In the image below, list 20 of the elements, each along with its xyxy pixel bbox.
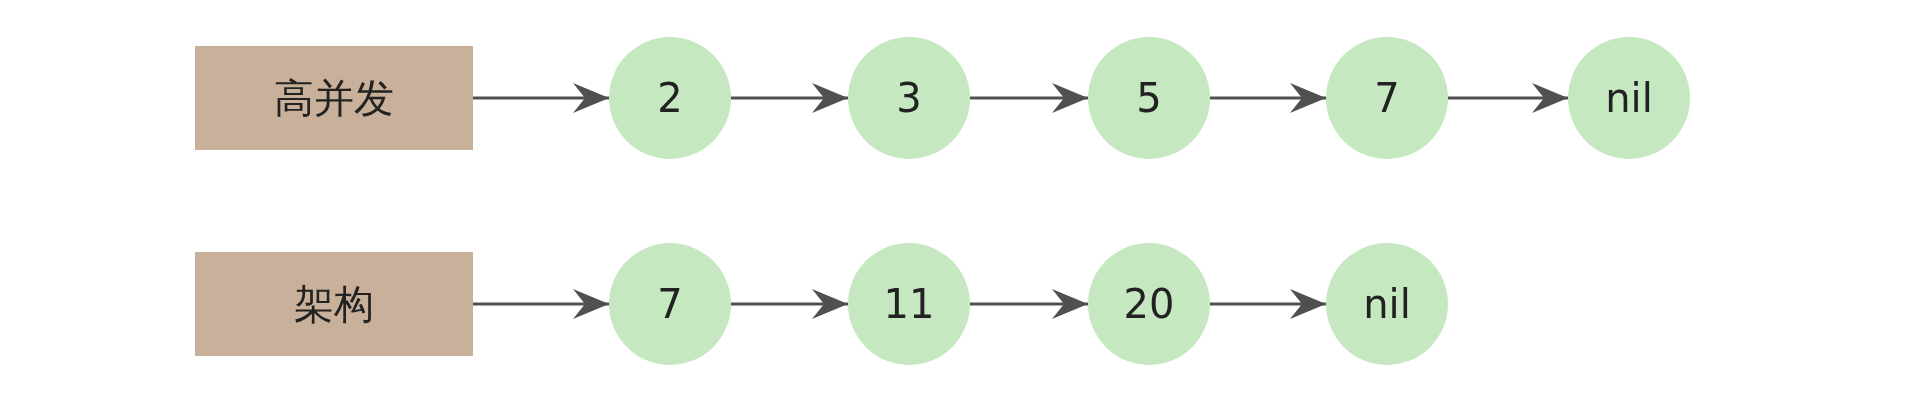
list-node-circle: 20	[1088, 243, 1210, 365]
list-node-circle: 7	[609, 243, 731, 365]
arrow	[970, 83, 1088, 113]
list-node-circle: nil	[1568, 37, 1690, 159]
list-node-circle: 11	[848, 243, 970, 365]
arrow	[473, 289, 609, 319]
list-node-circle: 7	[1326, 37, 1448, 159]
list-node-circle: 2	[609, 37, 731, 159]
arrow	[1210, 83, 1326, 113]
list-node-circle: nil	[1326, 243, 1448, 365]
list-head-box: 架构	[195, 252, 473, 356]
arrow	[473, 83, 609, 113]
list-node-circle: 3	[848, 37, 970, 159]
list-head-box: 高并发	[195, 46, 473, 150]
arrow	[731, 289, 848, 319]
list-node-circle: 5	[1088, 37, 1210, 159]
arrow	[1448, 83, 1568, 113]
arrow	[731, 83, 848, 113]
arrow	[970, 289, 1088, 319]
arrow	[1210, 289, 1326, 319]
